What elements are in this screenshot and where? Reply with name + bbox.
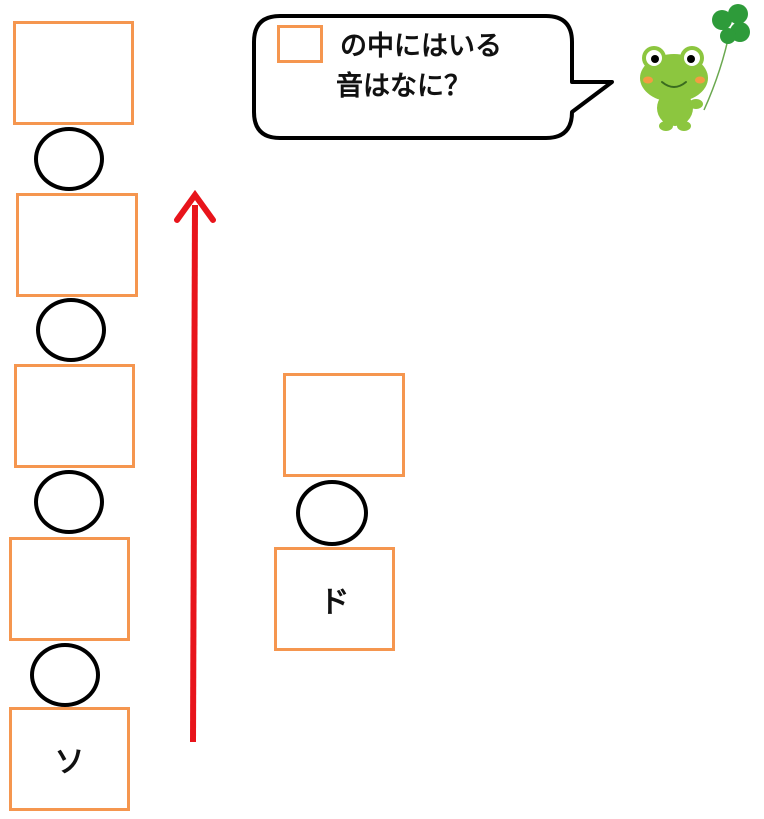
note-box-4[interactable] (9, 537, 130, 641)
connector-circle-3 (34, 470, 104, 534)
answer-box-icon (277, 25, 323, 63)
right-connector-circle (296, 480, 368, 546)
question-line-1: の中にはいる (340, 31, 502, 62)
question-line-2: 音はなに？ (336, 71, 471, 102)
connector-circle-4 (30, 643, 100, 707)
note-box-3[interactable] (14, 364, 135, 468)
note-box-5: ソ (9, 707, 130, 811)
connector-circle-2 (36, 298, 106, 362)
right-note-box-1[interactable] (283, 373, 405, 477)
right-note-box-2: ド (274, 547, 395, 651)
note-box-1[interactable] (13, 21, 134, 125)
note-box-2[interactable] (16, 193, 138, 297)
connector-circle-1 (34, 127, 104, 191)
frog-with-clover-icon (640, 4, 750, 131)
